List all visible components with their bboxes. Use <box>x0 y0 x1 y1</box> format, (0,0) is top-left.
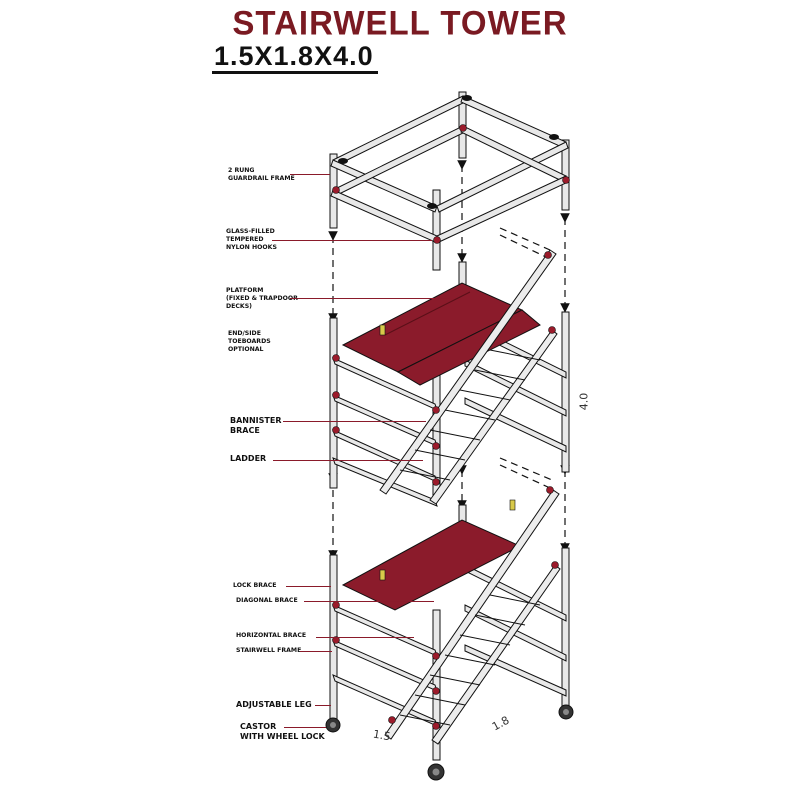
lower-platform-deck <box>341 519 522 611</box>
label-lock-brace: LOCK BRACE <box>233 582 277 589</box>
lock-brace-clips <box>379 324 516 581</box>
leader-horizontal-brace <box>316 637 414 638</box>
guardrail-hooks <box>338 95 559 209</box>
diagram-subtitle: 1.5X1.8X4.0 <box>212 41 378 74</box>
leader-platform <box>290 298 450 299</box>
label-platform: PLATFORM (FIXED & TRAPDOOR DECKS) <box>226 287 298 310</box>
guardrail-frame <box>329 91 570 271</box>
leader-diagonal-brace <box>304 601 434 602</box>
leader-stairwell-frame <box>300 651 332 652</box>
label-stairwell-frame: STAIRWELL FRAME <box>236 647 302 654</box>
label-guardrail-frame: 2 RUNG GUARDRAIL FRAME <box>228 167 295 182</box>
label-nylon-hooks: GLASS-FILLED TEMPERED NYLON HOOKS <box>226 228 277 251</box>
label-toeboards: END/SIDE TOEBOARDS OPTIONAL <box>228 330 271 353</box>
label-ladder: LADDER <box>230 454 267 463</box>
label-diagonal-brace: DIAGONAL BRACE <box>236 597 298 604</box>
label-horizontal-brace: HORIZONTAL BRACE <box>236 632 307 639</box>
label-adjustable-leg: ADJUSTABLE LEG <box>236 700 312 709</box>
dimension-height: 4.0 <box>577 392 591 411</box>
brace-clamps <box>332 251 559 730</box>
leader-lock-brace <box>286 586 331 587</box>
label-bannister-brace: BANNISTER BRACE <box>230 416 282 435</box>
leader-castor <box>284 727 326 728</box>
assembly-guide-lines <box>328 160 570 560</box>
leader-adjustable-leg <box>315 705 331 706</box>
lower-stair-ladder <box>384 489 561 745</box>
leader-hooks <box>272 240 432 241</box>
diagram-title: STAIRWELL TOWER <box>232 3 568 42</box>
upper-stair-ladder <box>379 249 558 505</box>
guardrail-clamps <box>332 124 570 244</box>
label-castor: CASTOR WITH WHEEL LOCK <box>240 722 325 741</box>
dimension-width: 1.5 <box>372 727 392 744</box>
leader-bannister <box>283 421 426 422</box>
upper-platform-deck <box>341 282 541 386</box>
leader-ladder <box>273 460 423 461</box>
leader-guardrail <box>290 174 330 175</box>
